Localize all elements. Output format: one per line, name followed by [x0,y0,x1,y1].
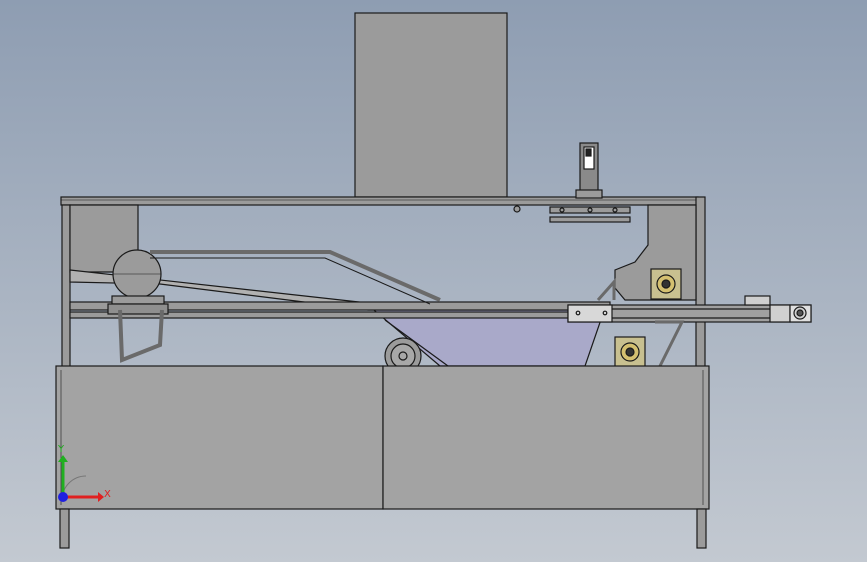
left-leg[interactable] [59,508,70,549]
right-post[interactable] [695,196,706,369]
left-post[interactable] [61,204,71,369]
top-box[interactable] [354,12,508,198]
conveyor-arm[interactable] [567,295,812,323]
right-chain[interactable] [596,278,616,301]
top-motor[interactable] [575,142,603,199]
axis-triad: X Y [57,444,111,502]
drive-chain[interactable] [118,250,441,363]
x-axis-label: X [104,489,111,500]
lower-cabinet-right[interactable] [382,365,710,510]
left-drive-motor[interactable] [107,249,169,315]
machine-assembly[interactable] [55,12,812,549]
top-bracket[interactable] [513,205,631,223]
lower-cabinet-left[interactable] [55,365,384,510]
lower-bearing[interactable] [614,336,646,368]
z-axis-dot [58,492,68,502]
y-axis-label: Y [57,444,65,455]
right-leg[interactable] [696,508,707,549]
upper-bearing[interactable] [650,268,682,300]
right-lower-chain[interactable] [655,320,685,367]
center-sprocket[interactable] [384,337,422,375]
